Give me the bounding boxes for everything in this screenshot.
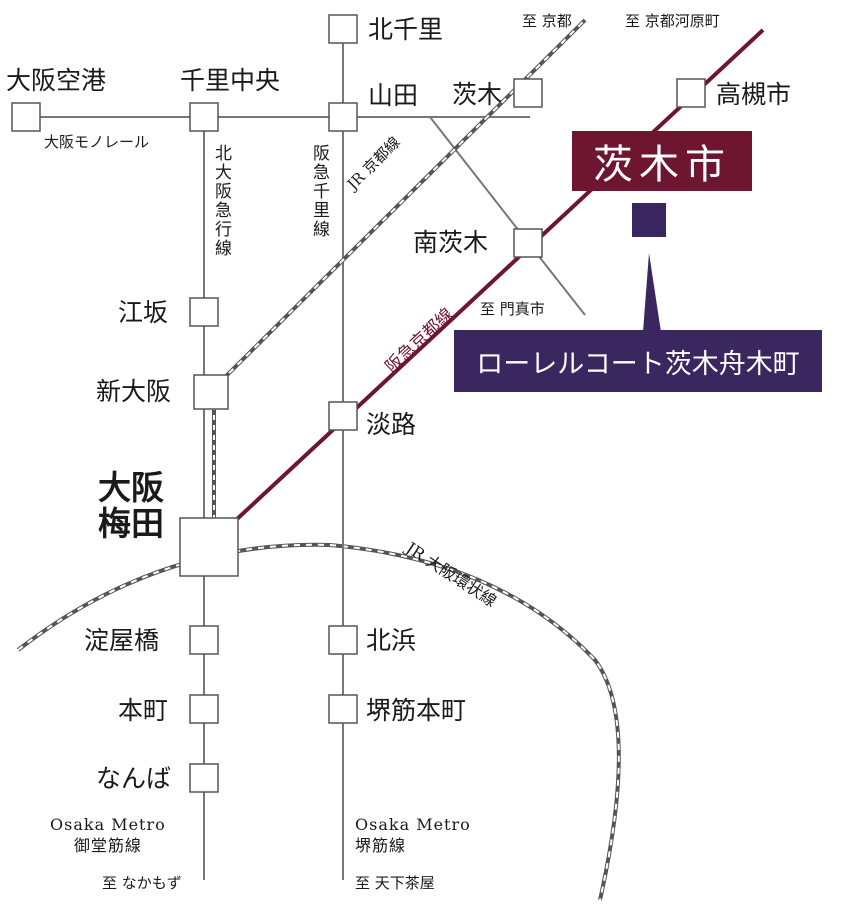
label-kitahama: 北浜 bbox=[366, 626, 417, 655]
station-sakaisuji-honmachi bbox=[328, 694, 358, 724]
label-to-tengachaya: 至 天下茶屋 bbox=[355, 874, 435, 892]
property-pointer bbox=[643, 253, 661, 332]
label-kitasenri: 北千里 bbox=[368, 15, 444, 44]
property-callout-text: ローレルコート茨木舟木町 bbox=[476, 348, 800, 380]
jr-loop-line-dash bbox=[17, 543, 620, 901]
city-callout-text: 茨木市 bbox=[593, 142, 731, 188]
station-honmachi bbox=[189, 694, 219, 724]
station-esaka bbox=[189, 297, 219, 327]
station-kitahama bbox=[328, 625, 358, 655]
label-osaka-umeda: 大阪 梅田 bbox=[98, 468, 164, 544]
label-midosuji: Osaka Metro 御堂筋線 bbox=[50, 815, 166, 855]
label-sakaisuji: Osaka Metro 堺筋線 bbox=[355, 815, 471, 855]
label-kitakyu: 北大阪急行線 bbox=[211, 144, 231, 258]
label-minami-ibaraki: 南茨木 bbox=[413, 228, 489, 257]
station-ibaraki bbox=[513, 78, 543, 108]
station-osaka-airport bbox=[11, 102, 41, 132]
label-to-kawaramachi: 至 京都河原町 bbox=[625, 12, 720, 30]
label-honmachi: 本町 bbox=[118, 696, 169, 725]
station-yodoyabashi bbox=[189, 625, 219, 655]
property-callout: ローレルコート茨木舟木町 bbox=[454, 330, 822, 392]
label-to-nakamozu: 至 なかもず bbox=[102, 874, 182, 892]
station-yamada bbox=[328, 102, 358, 132]
city-callout-ibaraki: 茨木市 bbox=[572, 131, 752, 191]
label-sakaisuji-honmachi: 堺筋本町 bbox=[366, 696, 467, 725]
label-yodoyabashi: 淀屋橋 bbox=[84, 626, 160, 655]
station-shin-osaka bbox=[193, 374, 229, 410]
label-senri-chuo: 千里中央 bbox=[180, 66, 281, 95]
station-minami-ibaraki bbox=[513, 228, 543, 258]
property-location-marker bbox=[632, 203, 666, 237]
label-yamada: 山田 bbox=[368, 81, 419, 110]
station-namba bbox=[189, 763, 219, 793]
label-osaka-airport: 大阪空港 bbox=[6, 66, 107, 95]
label-to-kyoto: 至 京都 bbox=[522, 12, 572, 30]
label-shin-osaka: 新大阪 bbox=[96, 377, 172, 406]
station-awaji bbox=[328, 401, 358, 431]
label-awaji: 淡路 bbox=[366, 410, 417, 439]
label-to-kadoma: 至 門真市 bbox=[480, 300, 545, 318]
label-esaka: 江坂 bbox=[118, 298, 169, 327]
label-hankyu-senri: 阪急千里線 bbox=[309, 144, 329, 239]
label-namba: なんば bbox=[96, 764, 172, 793]
monorail-diagonal bbox=[429, 116, 531, 246]
label-osaka-monorail: 大阪モノレール bbox=[44, 133, 150, 151]
label-takatsuki: 高槻市 bbox=[716, 80, 792, 109]
station-takatsuki bbox=[676, 78, 706, 108]
station-senri-chuo bbox=[189, 102, 219, 132]
hankyu-kyoto-line bbox=[234, 28, 765, 522]
label-ibaraki: 茨木 bbox=[452, 80, 503, 109]
station-osaka-umeda bbox=[179, 517, 239, 577]
station-kitasenri bbox=[328, 14, 358, 44]
